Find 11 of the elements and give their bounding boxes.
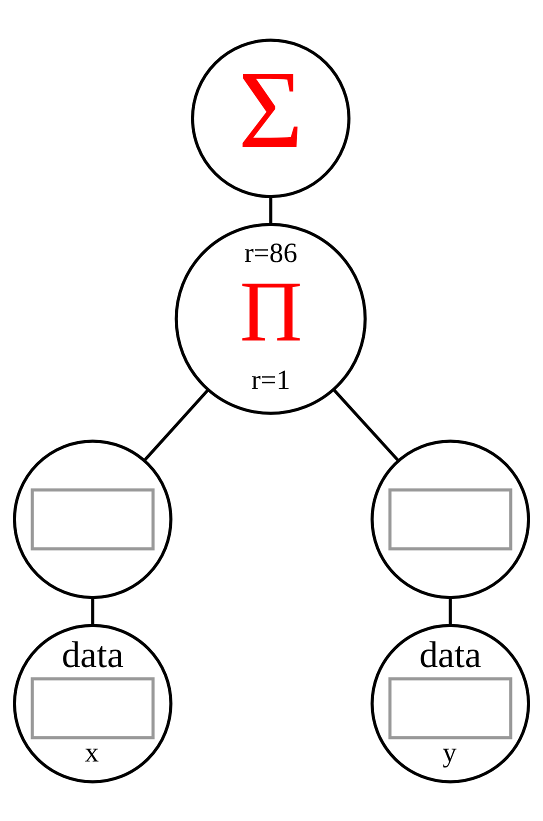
node-circle [12,439,172,599]
connector [143,388,210,462]
node-circle: data x [12,623,172,783]
node-circle: Σ [191,38,350,198]
connector [332,388,400,461]
connector [91,597,94,625]
connector [269,196,272,224]
node-circle: data y [370,623,530,783]
node-circle: r=86 Π r=1 [174,222,367,414]
connector [448,597,452,625]
node-circle [370,439,530,599]
